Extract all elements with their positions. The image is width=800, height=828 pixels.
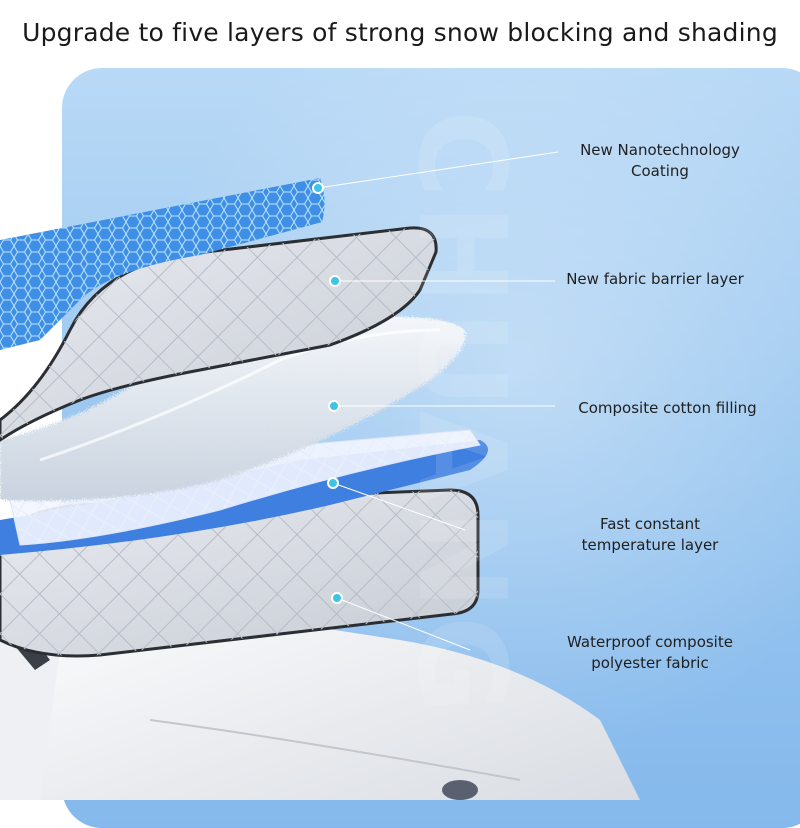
product-illustration: CHUANG (0, 110, 640, 800)
callout-temperature-layer-line1: Fast constant (599, 515, 701, 533)
callout-fabric-barrier: New fabric barrier layer (550, 269, 760, 290)
callout-temperature-layer: Fast constant temperature layer (545, 514, 755, 556)
layer-nano-coating (0, 178, 325, 350)
callout-waterproof-fabric: Waterproof composite polyester fabric (535, 632, 765, 674)
callout-cotton-filling: Composite cotton filling (545, 398, 790, 419)
callout-nano-coating-line2: Coating (631, 162, 689, 180)
callout-waterproof-fabric-line2: polyester fabric (591, 654, 709, 672)
callout-nano-coating: New Nanotechnology Coating (540, 140, 780, 182)
callout-fabric-barrier-line1: New fabric barrier layer (566, 270, 744, 288)
watermark-text: CHUANG (391, 110, 530, 720)
callout-dots (312, 182, 343, 604)
callout-waterproof-fabric-line1: Waterproof composite (567, 633, 733, 651)
layer-cotton (0, 316, 466, 501)
callout-lines (317, 151, 559, 651)
callout-nano-coating-line1: New Nanotechnology (580, 141, 740, 159)
layer-fabric-barrier (0, 226, 438, 442)
headline: Upgrade to five layers of strong snow bl… (22, 18, 778, 47)
callout-temperature-layer-line2: temperature layer (581, 536, 719, 554)
layer-temperature (0, 429, 488, 555)
callout-cotton-filling-line1: Composite cotton filling (578, 399, 757, 417)
